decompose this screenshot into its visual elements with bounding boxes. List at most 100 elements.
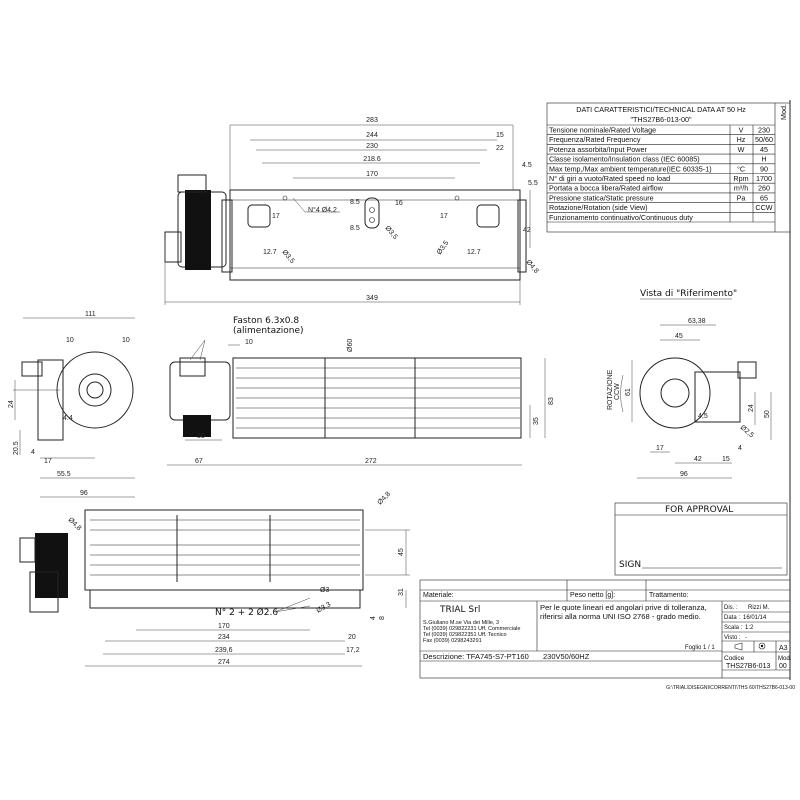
dim-label: 67: [195, 458, 203, 465]
faston-sublabel: (alimentazione): [233, 326, 304, 336]
dim-label: 96: [680, 471, 688, 478]
row-value: 45: [760, 145, 768, 154]
hole-label: N°4 Ø4,2: [308, 206, 337, 214]
mod-value: 00: [779, 663, 787, 670]
row-label: Potenza assorbita/Input Power: [549, 145, 647, 154]
title-block: Materiale: Peso netto [g]: Trattamento: …: [419, 579, 795, 691]
hole-label: Ø3,5: [383, 225, 398, 241]
row-label: Classe isolamento/Insulation class (IEC …: [549, 155, 700, 164]
company-logo: TRIAL Srl: [439, 605, 480, 615]
dim-label: 170: [366, 171, 378, 178]
rotation-arrow-icon: [620, 374, 624, 413]
dim-label: 22: [496, 145, 504, 152]
table-row: Tensione nominale/Rated Voltage V 230: [549, 126, 770, 135]
dim-label: 45: [398, 548, 405, 556]
dim-label: 239,6: [215, 647, 233, 654]
dim-label: 234: [218, 634, 230, 641]
dim-label: 5.5: [528, 180, 538, 187]
row-label: Portata a bocca libera/Rated airflow: [549, 184, 664, 193]
dim-label: 15: [496, 132, 504, 139]
dim-label: 17: [272, 213, 280, 220]
table-row: Funzionamento continuativo/Continuous du…: [549, 213, 693, 222]
rotation-label: ROTAZIONE: [607, 369, 614, 410]
dim-label: 4: [370, 616, 377, 620]
tolerance-note: Per le quote lineari ed angolari prive d…: [540, 603, 707, 612]
dim-label: 61: [625, 388, 632, 396]
dim-label: 349: [366, 295, 378, 302]
bottom-view: Ø4,8 Ø4,8 Ø3 Ø3,3 N° 2 + 2 Ø2.6 45 31 4 …: [19, 491, 410, 667]
dim-label: 31: [398, 588, 405, 596]
dim-label: 8: [379, 616, 386, 620]
trattamento-label: Trattamento:: [649, 592, 688, 599]
row-label: Funzionamento continuativo/Continuous du…: [549, 213, 693, 222]
table-row: Max temp,/Max ambient temperature(IEC 60…: [549, 164, 768, 173]
hole-label: Ø3: [320, 587, 329, 594]
row-label: Tensione nominale/Rated Voltage: [549, 126, 656, 135]
sign-label: SIGN: [619, 560, 641, 570]
checked-label: Visto :: [724, 635, 741, 641]
materiale-label: Materiale:: [423, 592, 454, 599]
row-label: Frequenza/Rated Frequency: [549, 135, 641, 144]
scale-value: 1:2: [745, 625, 754, 631]
dim-label: 12.7: [467, 249, 481, 256]
checked-value: -: [745, 635, 747, 641]
row-value: 50/60: [755, 135, 773, 144]
dim-label: 10: [245, 339, 253, 346]
dim-label: 55.5: [57, 471, 71, 478]
dim-label: 8.5: [350, 199, 360, 206]
dim-label: 10: [122, 337, 130, 344]
dim-label: 96: [80, 490, 88, 497]
approval-title: FOR APPROVAL: [665, 505, 733, 515]
row-unit: Rpm: [733, 174, 748, 183]
row-label: Pressione statica/Static pressure: [549, 193, 654, 202]
table-row: Classe isolamento/Insulation class (IEC …: [549, 155, 767, 164]
file-path: G:\TRIAL\DISEGNI\CORRENTI\THS 60\THS27B6…: [666, 685, 795, 691]
reference-view: Vista di "Riferimento" 63,38 45 61 24 50…: [607, 289, 772, 479]
row-unit: m³/h: [734, 184, 748, 193]
dim-label: 4.5: [522, 162, 532, 169]
table-row: Rotazione/Rotation (side View)CCW: [549, 203, 773, 212]
row-value: 90: [760, 164, 768, 173]
drawn-by-value: Rizzi M.: [748, 605, 770, 611]
paper-format: A3: [779, 645, 788, 652]
row-value: 260: [758, 184, 770, 193]
drawn-by-label: Dis. :: [724, 605, 738, 611]
dim-label: 45: [675, 333, 683, 340]
row-value: CCW: [755, 203, 772, 212]
code-label: Codice: [724, 655, 745, 662]
dim-label: 218.6: [363, 156, 381, 163]
company-tel2: Tel (0039) 029822351 Uff. Tecnico: [423, 632, 507, 638]
table-row: Portata a bocca libera/Rated airflow m³/h…: [549, 184, 770, 193]
hole-label: Ø4,8: [67, 516, 83, 532]
row-value: 230: [758, 126, 770, 135]
dim-label: 4,5: [698, 413, 708, 420]
sheet-number: Foglio 1 / 1: [685, 645, 715, 651]
row-unit: Pa: [737, 193, 746, 202]
date-label: Data :: [724, 615, 740, 621]
row-value: H: [761, 155, 766, 164]
dim-label: 17,2: [346, 647, 360, 654]
company-address: S.Giuliano M.se Via dei Mille, 3: [423, 620, 499, 626]
dim-label: 17: [44, 458, 52, 465]
dim-label: 274: [218, 659, 230, 666]
row-unit: V: [739, 126, 744, 135]
mod-label: Mod.: [779, 104, 788, 120]
dim-label: 24: [8, 400, 15, 408]
dim-label: 42: [694, 456, 702, 463]
voltage-spec: 230V50/60HZ: [543, 652, 590, 661]
technical-data-table: DATI CARATTERISTICI/TECHNICAL DATA AT 50…: [546, 102, 791, 233]
hole-label: Ø3,3: [316, 601, 333, 615]
dim-label: 50: [764, 410, 771, 418]
dim-label: 12.7: [263, 249, 277, 256]
description: Descrizione: TFA745-S7-PT160: [423, 652, 529, 661]
dim-label: Ø60: [347, 339, 354, 352]
dim-label: 8.5: [350, 225, 360, 232]
dim-label: 244: [366, 132, 378, 139]
side-view: Faston 6.3x0.8 (alimentazione) 10 Ø60 30…: [167, 316, 555, 466]
dim-label: 24: [748, 404, 755, 412]
approval-box: FOR APPROVAL SIGN: [614, 502, 788, 576]
